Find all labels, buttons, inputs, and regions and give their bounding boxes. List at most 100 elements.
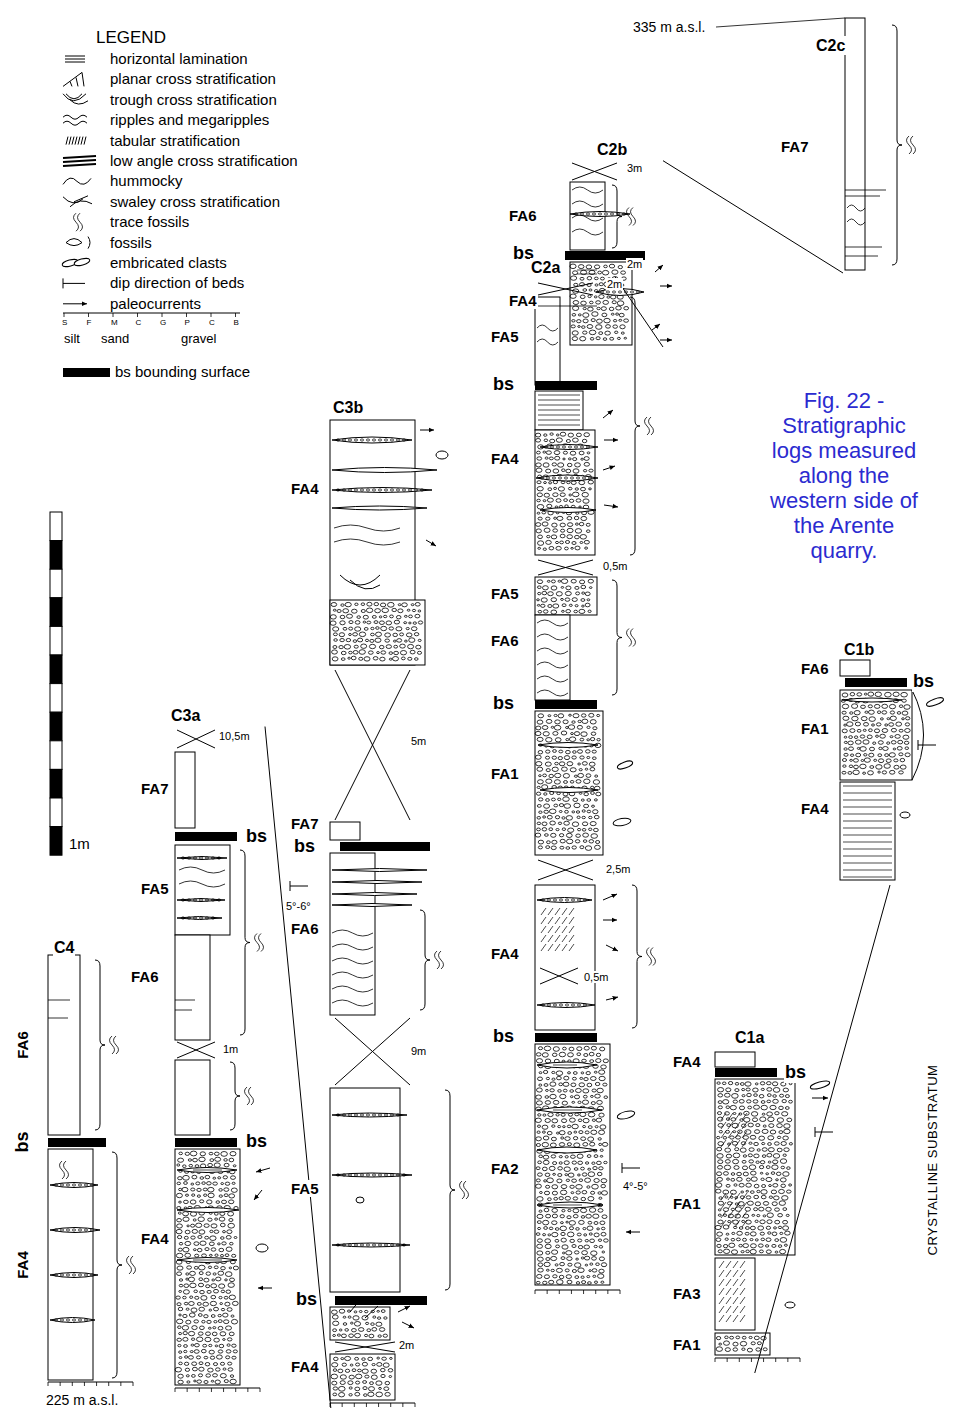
gravel-clast (581, 599, 585, 602)
gravel-clast (537, 457, 542, 460)
gravel-clast (178, 1158, 184, 1162)
legend-symbol (63, 156, 96, 158)
gravel-clast (592, 750, 596, 753)
gravel-clast (208, 1193, 214, 1198)
gravel-clast (555, 1239, 559, 1242)
gravel-clast (842, 759, 846, 762)
gravel-clast (383, 1363, 389, 1367)
gravel-clast (559, 834, 563, 837)
gravel-clast (184, 1302, 188, 1305)
gravel-clast (334, 639, 338, 642)
gravel-clast (882, 771, 886, 774)
gravel-clast (585, 1131, 589, 1134)
gravel-clast (564, 1161, 569, 1165)
gravel-clast (566, 1275, 571, 1279)
gravel-clast (567, 481, 570, 483)
gravel-clast (551, 798, 555, 801)
gravel-clast (588, 1172, 595, 1177)
hummocky-mark (332, 1000, 373, 1006)
gravel-clast (400, 644, 406, 648)
gravel-clast (554, 517, 557, 519)
gravel-clast (580, 846, 584, 849)
gravel-clast (593, 1167, 597, 1170)
gravel-clast (578, 773, 584, 777)
gravel-clast (552, 477, 555, 479)
gravel-clast (353, 640, 357, 643)
lamination (843, 793, 892, 794)
lamination (843, 807, 892, 808)
scale-bar-segment (50, 712, 62, 741)
gravel-clast (368, 651, 373, 654)
gravel-clast (560, 1262, 565, 1265)
gravel-clast (543, 732, 549, 736)
gravel-clast (188, 1356, 193, 1360)
gravel-clast (405, 640, 408, 642)
gravel-clast (397, 639, 402, 643)
hummocky-mark (537, 339, 558, 345)
gravel-clast (544, 1046, 551, 1051)
gravel-clast (594, 1071, 597, 1073)
gravel-clast (589, 289, 592, 291)
gravel-clast (594, 1155, 598, 1158)
gravel-clast (543, 1070, 547, 1073)
gravel-clast (537, 1274, 542, 1278)
gravel-clast (558, 798, 561, 800)
gravel-clast (903, 735, 909, 739)
gravel-clast (588, 579, 593, 583)
gravel-clast (392, 608, 397, 611)
paleocurrent-arrow (398, 1306, 410, 1312)
lens-body (537, 898, 592, 903)
gap-mark (335, 1342, 395, 1352)
gravel-clast (217, 857, 220, 859)
gravel-clast (343, 627, 347, 630)
gravel-clast (544, 1208, 549, 1212)
gravel-clast (377, 1310, 380, 1312)
gravel-clast (578, 326, 581, 328)
gravel-clast (591, 1046, 596, 1050)
gravel-clast (348, 439, 351, 441)
gravel-clast (567, 1257, 572, 1261)
gravel-clast (380, 657, 385, 661)
axis-tick (559, 1290, 560, 1294)
gravel-clast (583, 833, 589, 837)
gravel-clast (381, 626, 387, 630)
gravel-clast (624, 337, 627, 339)
gravel-clast (332, 1363, 338, 1367)
gravel-clast (366, 489, 369, 491)
gravel-clast (609, 264, 614, 268)
gravel-clast (905, 747, 909, 750)
gravel-clast (586, 1072, 590, 1075)
legend-symbol (69, 137, 71, 145)
gravel-clast (582, 810, 585, 812)
lens-body (537, 1003, 595, 1008)
gravel-clast (334, 1357, 339, 1360)
gravel-clast (581, 1167, 585, 1170)
gravel-clast (553, 899, 556, 901)
gravel-clast (220, 1223, 225, 1227)
gravel-clast (385, 1392, 390, 1396)
gravel-clast (580, 580, 585, 584)
gravel-clast (612, 270, 618, 274)
gravel-clast (225, 1182, 230, 1185)
gravel-clast (390, 615, 394, 618)
gravel-clast (874, 729, 879, 733)
gravel-clast (191, 1308, 197, 1312)
gravel-clast (179, 1351, 182, 1353)
scale-bar-segment (50, 769, 62, 798)
trace-fossil-mark (255, 934, 264, 952)
log-interval (840, 782, 895, 880)
gravel-clast (553, 493, 558, 497)
lamination (843, 800, 892, 801)
gravel-clast (556, 829, 559, 831)
gravel-clast (211, 857, 214, 859)
gravel-clast (598, 1274, 604, 1279)
gravel-clast (199, 1265, 206, 1270)
gap-mark (177, 730, 215, 748)
gravel-clast (599, 295, 604, 299)
gravel-clast (360, 489, 363, 491)
gravel-clast (542, 1142, 548, 1147)
gravel-clast (224, 1163, 229, 1167)
gravel-clast (209, 1309, 212, 1311)
gravel-clast (556, 592, 562, 596)
gravel-clast (537, 505, 544, 510)
